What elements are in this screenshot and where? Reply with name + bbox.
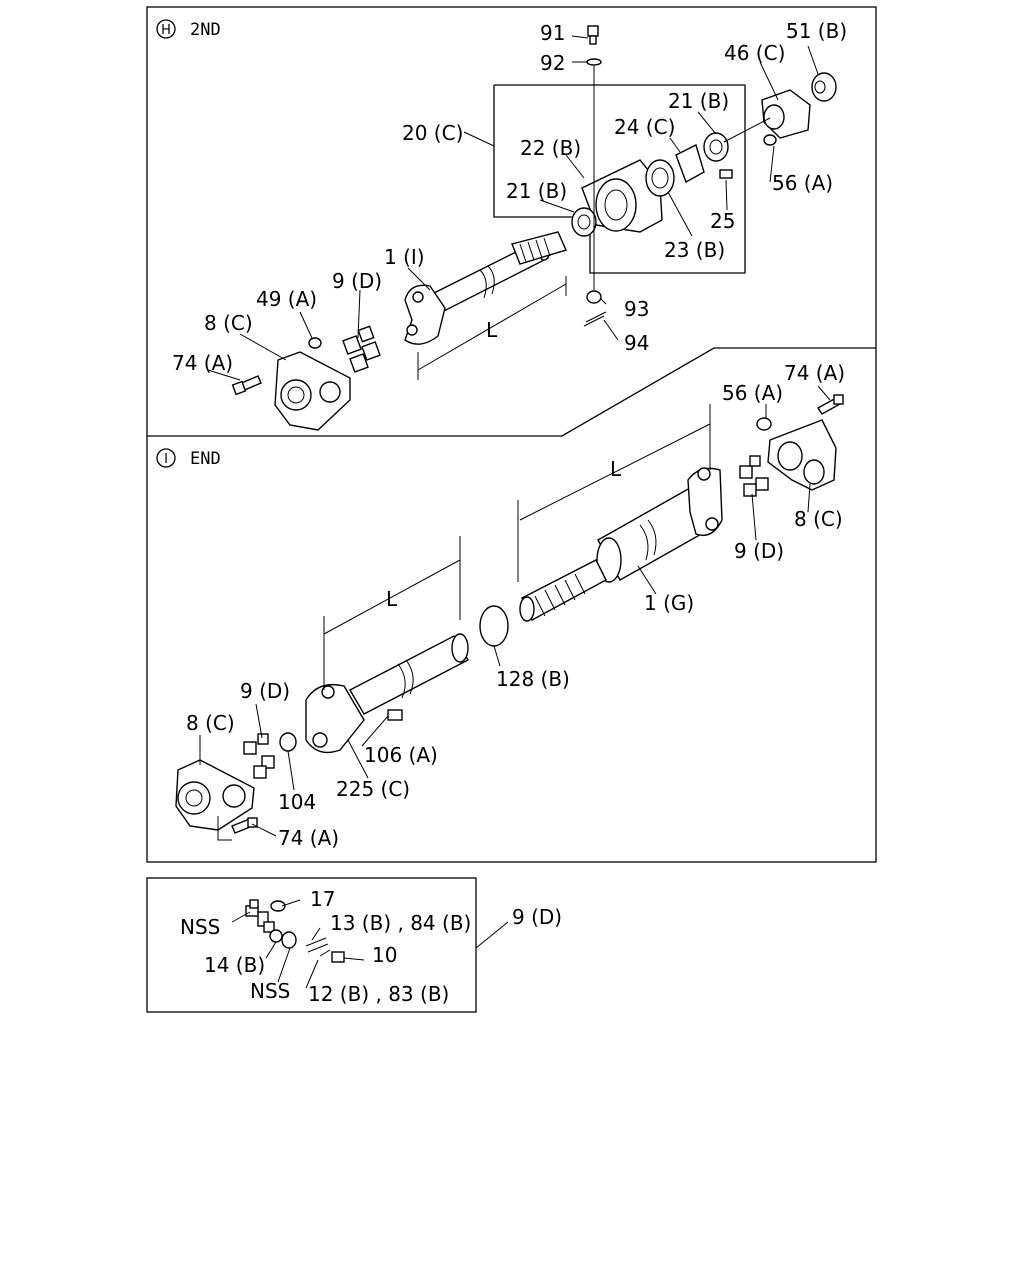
grease-fitting-25 bbox=[719, 169, 733, 179]
svg-text:I: I bbox=[164, 452, 168, 467]
label-51b: 51 (B) bbox=[786, 19, 847, 43]
label-nss-2: NSS bbox=[250, 979, 290, 1003]
bolt-74a-lower bbox=[231, 817, 258, 834]
section-marker-lower: I END bbox=[156, 448, 221, 469]
cap-104 bbox=[279, 732, 297, 752]
grease-fitting-106a bbox=[387, 709, 403, 721]
label-21b-top: 21 (B) bbox=[668, 89, 729, 113]
label-106a: 106 (A) bbox=[364, 743, 438, 767]
dimension-l-lower bbox=[323, 536, 461, 690]
bolt-74a-right bbox=[816, 394, 844, 415]
label-l-low: L bbox=[386, 587, 398, 611]
nut-51b bbox=[811, 72, 837, 102]
label-46c: 46 (C) bbox=[724, 41, 785, 65]
yoke-2nd bbox=[404, 284, 446, 345]
nut-49a bbox=[308, 337, 322, 349]
yoke-end-right bbox=[687, 467, 723, 537]
dimension-l-upper bbox=[417, 276, 567, 380]
label-23b: 23 (B) bbox=[664, 238, 725, 262]
shaft-end-upper bbox=[519, 487, 713, 622]
label-104: 104 bbox=[278, 790, 316, 814]
label-21b-mid: 21 (B) bbox=[506, 179, 567, 203]
main-frame bbox=[146, 6, 877, 863]
label-nss-1: NSS bbox=[180, 915, 220, 939]
label-1i: 1 (I) bbox=[384, 245, 425, 269]
label-56a-right: 56 (A) bbox=[722, 381, 783, 405]
label-8c-right: 8 (C) bbox=[794, 507, 843, 531]
label-20c: 20 (C) bbox=[402, 121, 463, 145]
label-12b-83b: 12 (B) , 83 (B) bbox=[308, 982, 449, 1006]
label-9d-low: 9 (D) bbox=[240, 679, 290, 703]
seal-128b bbox=[479, 605, 509, 647]
bolt-74a-top bbox=[231, 375, 262, 396]
flange-top bbox=[274, 351, 351, 431]
washer-92 bbox=[586, 58, 602, 66]
label-128b: 128 (B) bbox=[496, 667, 570, 691]
kit-frame bbox=[146, 877, 477, 1013]
shim-94 bbox=[583, 311, 607, 327]
spider-kit bbox=[245, 899, 345, 963]
bolt-91 bbox=[587, 25, 599, 45]
section-title-upper: 2ND bbox=[190, 20, 221, 40]
label-1g: 1 (G) bbox=[644, 591, 694, 615]
label-49a: 49 (A) bbox=[256, 287, 317, 311]
label-l-mid: L bbox=[610, 457, 622, 481]
nut-56a-right bbox=[756, 417, 772, 431]
label-74a-right: 74 (A) bbox=[784, 361, 845, 385]
svg-text:H: H bbox=[161, 23, 171, 38]
label-22b: 22 (B) bbox=[520, 136, 581, 160]
dimension-l-middle bbox=[517, 404, 711, 582]
label-24c: 24 (C) bbox=[614, 115, 675, 139]
nut-93 bbox=[586, 290, 602, 304]
universal-joint-right bbox=[739, 455, 769, 497]
label-14b: 14 (B) bbox=[204, 953, 265, 977]
label-25: 25 bbox=[710, 209, 735, 233]
shaft-end-lower bbox=[349, 633, 469, 715]
label-8c-top: 8 (C) bbox=[204, 311, 253, 335]
label-17: 17 bbox=[310, 887, 335, 911]
label-9d-box: 9 (D) bbox=[512, 905, 562, 929]
label-225c: 225 (C) bbox=[336, 777, 410, 801]
label-74a-low: 74 (A) bbox=[278, 826, 339, 850]
label-9d-right: 9 (D) bbox=[734, 539, 784, 563]
leader-lines bbox=[199, 35, 831, 989]
subassembly-frame bbox=[493, 84, 746, 274]
universal-joint-top bbox=[342, 325, 381, 373]
center-bearing-assembly bbox=[571, 132, 729, 237]
section-title-lower: END bbox=[190, 449, 221, 469]
flange-lower bbox=[175, 759, 255, 841]
section-marker-upper: H 2ND bbox=[156, 19, 221, 40]
label-91: 91 bbox=[540, 21, 565, 45]
label-94: 94 bbox=[624, 331, 649, 355]
flange-right bbox=[767, 419, 837, 491]
label-9d-top: 9 (D) bbox=[332, 269, 382, 293]
label-l-top: L bbox=[486, 318, 498, 342]
label-74a-top: 74 (A) bbox=[172, 351, 233, 375]
label-93: 93 bbox=[624, 297, 649, 321]
universal-joint-lower bbox=[243, 733, 275, 779]
shaft-2nd bbox=[429, 231, 567, 314]
nut-56a-top bbox=[763, 134, 777, 146]
part-labels: 91 92 51 (B) 46 (C) 21 (B) 20 (C) 24 (C)… bbox=[172, 19, 847, 1006]
label-8c-low: 8 (C) bbox=[186, 711, 235, 735]
companion-flange bbox=[723, 89, 811, 143]
label-56a-top: 56 (A) bbox=[772, 171, 833, 195]
yoke-end-lower bbox=[305, 683, 365, 754]
label-92: 92 bbox=[540, 51, 565, 75]
label-10: 10 bbox=[372, 943, 397, 967]
label-13b-84b: 13 (B) , 84 (B) bbox=[330, 911, 471, 935]
